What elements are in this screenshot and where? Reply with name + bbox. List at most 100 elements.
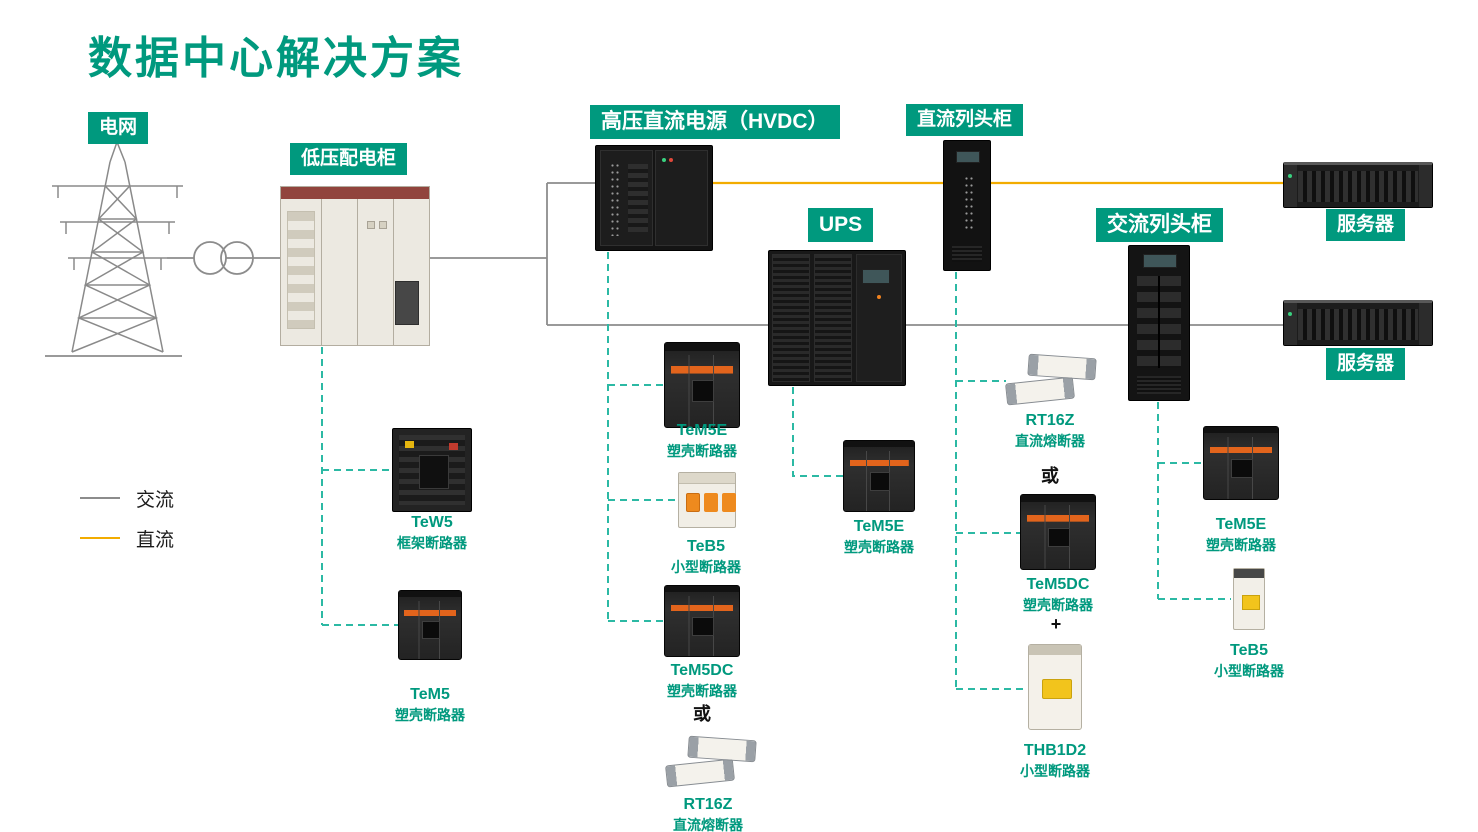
label-teb5-hvdc: TeB5 小型断路器: [631, 536, 781, 576]
label-tem5dc-hvdc: TeM5DC 塑壳断路器: [627, 660, 777, 700]
rt16z-hvdc-fuse-illustration: [666, 736, 754, 790]
label-tem5e-acrow: TeM5E 塑壳断路器: [1166, 514, 1316, 554]
tew5-breaker-illustration: [392, 428, 472, 512]
label-rt16z-hvdc: RT16Z 直流熔断器: [633, 794, 783, 832]
thb1d2-breaker-illustration: [1028, 644, 1082, 730]
product-type: 框架断路器: [397, 534, 467, 551]
tem5e-hvdc-breaker-illustration: [664, 342, 740, 428]
product-type: 塑壳断路器: [1206, 536, 1276, 553]
status-led: [662, 158, 666, 162]
transmission-tower-illustration: [52, 139, 183, 353]
product-name: TeW5: [411, 514, 453, 531]
drive-bays: [1298, 171, 1418, 202]
tem5e-ups-breaker-illustration: [843, 440, 915, 512]
legend-row-dc: 直流: [80, 518, 174, 558]
product-type: 小型断路器: [1214, 662, 1284, 679]
label-tem5e-hvdc: TeM5E 塑壳断路器: [627, 420, 777, 460]
product-type: 塑壳断路器: [667, 442, 737, 459]
badge-server-bottom: 服务器: [1326, 348, 1406, 380]
ups-section: [772, 254, 810, 382]
rack-ear: [1284, 303, 1297, 345]
panel-button: [367, 221, 375, 229]
product-name: TeM5DC: [670, 662, 734, 679]
product-name: TeM5E: [676, 422, 728, 439]
breaker-rows: [287, 211, 315, 329]
badge-ups: UPS: [808, 208, 874, 243]
server-bottom-illustration: [1283, 300, 1433, 346]
badge-hvdc: 高压直流电源（HVDC）: [590, 105, 840, 140]
cabinet-door: [655, 150, 708, 246]
legend-row-ac: 交流: [80, 478, 174, 518]
legend: 交流 直流: [80, 478, 174, 558]
cabinet-divider: [357, 199, 358, 345]
product-name: TeM5: [410, 686, 450, 703]
cabinet-divider: [321, 199, 322, 345]
product-type: 直流熔断器: [673, 816, 743, 832]
product-type: 塑壳断路器: [844, 538, 914, 555]
tem5e-acrow-breaker-illustration: [1203, 426, 1279, 500]
product-type: 直流熔断器: [1015, 432, 1085, 449]
badge-server-top: 服务器: [1326, 209, 1406, 241]
accent-chip: [405, 441, 414, 448]
badge-dc-row-cabinet: 直流列头柜: [906, 104, 1024, 136]
label-teb5-acrow: TeB5 小型断路器: [1174, 640, 1324, 680]
tem5-breaker-illustration: [398, 590, 462, 660]
transformer-symbol: [193, 241, 254, 275]
label-tew5: TeW5 框架断路器: [357, 512, 507, 552]
product-type: 塑壳断路器: [667, 682, 737, 699]
meter-window: [395, 281, 419, 325]
rack-ear: [1284, 165, 1297, 207]
teb5-acrow-breaker-illustration: [1233, 568, 1265, 630]
legend-dc-label: 直流: [136, 529, 175, 551]
server-top-illustration: [1283, 162, 1433, 208]
label-rt16z-dcrow: RT16Z 直流熔断器: [975, 410, 1125, 450]
product-name: TeM5DC: [1026, 576, 1090, 593]
indicator-dots: [964, 175, 973, 233]
label-tem5e-ups: TeM5E 塑壳断路器: [804, 516, 954, 556]
label-thb1d2: THB1D2 小型断路器: [980, 740, 1130, 780]
lv-distribution-cabinet-illustration: [280, 186, 430, 346]
product-type: 小型断路器: [671, 558, 741, 575]
product-type: 塑壳断路器: [395, 706, 465, 723]
status-led: [877, 295, 881, 299]
product-name: THB1D2: [1023, 742, 1087, 759]
teb5-hvdc-breaker-illustration: [678, 472, 736, 528]
dc-line-sample: [80, 537, 120, 539]
page-title: 数据中心解决方案: [88, 34, 464, 83]
module-grid: [628, 164, 648, 232]
product-name: RT16Z: [683, 796, 733, 813]
cabinet-divider: [393, 199, 394, 345]
drive-bays: [1298, 309, 1418, 340]
status-led: [1288, 312, 1292, 316]
badge-power-grid: 电网: [88, 112, 149, 144]
breaker-modules: [1137, 276, 1181, 368]
or-operator-dcrow: 或: [1041, 466, 1059, 486]
product-type: 小型断路器: [1020, 762, 1090, 779]
plus-operator-dcrow: +: [1050, 614, 1062, 634]
or-operator-hvdc: 或: [693, 704, 711, 724]
rack-ear: [1419, 303, 1432, 345]
product-name: TeM5E: [1215, 516, 1267, 533]
status-led: [669, 158, 673, 162]
ac-line-sample: [80, 497, 120, 499]
rack-ear: [1419, 165, 1432, 207]
label-tem5dc-dcrow: TeM5DC 塑壳断路器: [983, 574, 1133, 614]
legend-ac-label: 交流: [136, 489, 175, 511]
display-screen: [862, 269, 890, 284]
ups-cabinet-illustration: [768, 250, 906, 386]
product-name: RT16Z: [1025, 412, 1075, 429]
ac-row-head-cabinet-illustration: [1128, 245, 1190, 401]
product-name: TeB5: [1230, 642, 1268, 659]
indicator-dots: [610, 162, 620, 236]
vent-grille: [1137, 376, 1181, 394]
dc-row-head-cabinet-illustration: [943, 140, 991, 271]
tem5dc-dcrow-breaker-illustration: [1020, 494, 1096, 570]
vent-grille: [952, 246, 982, 262]
product-name: TeB5: [687, 538, 725, 555]
product-type: 塑壳断路器: [1023, 596, 1093, 613]
product-link-dashed-lines: [321, 252, 1231, 690]
tem5dc-hvdc-breaker-illustration: [664, 585, 740, 657]
display-screen: [1143, 254, 1177, 268]
